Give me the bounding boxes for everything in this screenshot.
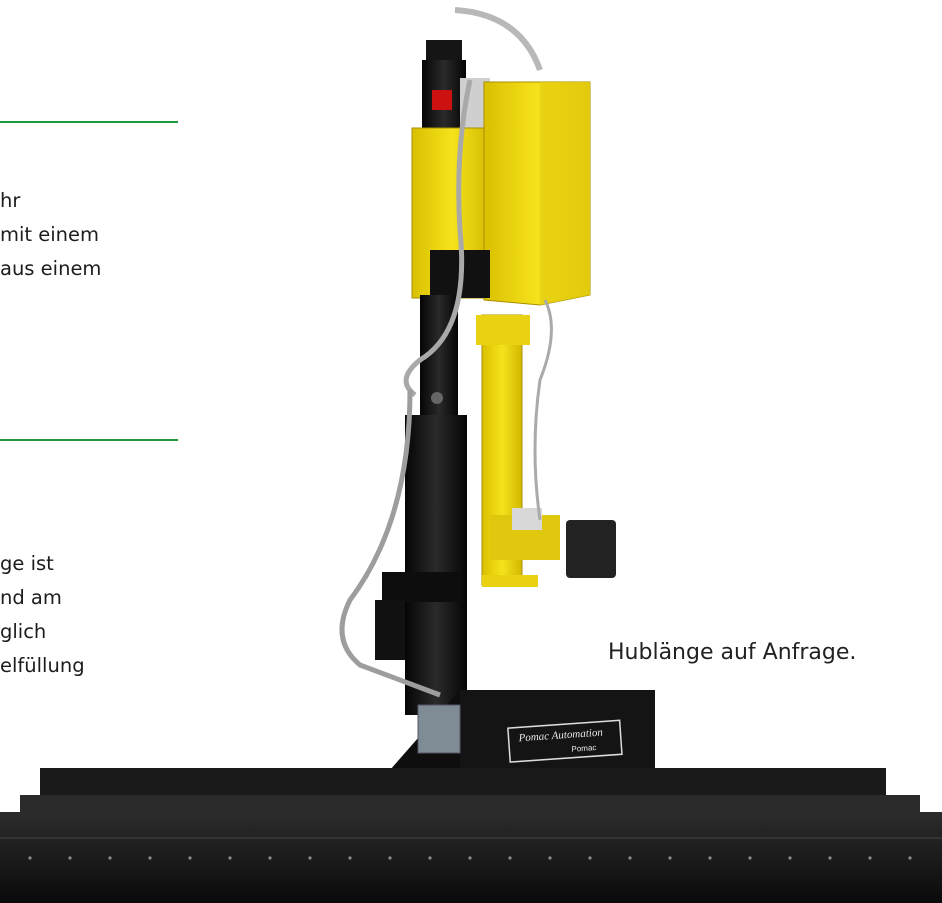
text-line: ge ist (0, 552, 54, 575)
text-line: hr (0, 189, 21, 212)
vertical-column (375, 295, 467, 715)
yellow-boom-arm (476, 314, 616, 587)
text-line: nd am (0, 586, 62, 609)
text-block-1: hr mit einem aus einem (0, 184, 101, 286)
rail-track (0, 768, 942, 903)
text-line: glich (0, 620, 47, 643)
section-divider-top (0, 121, 178, 123)
section-divider-middle (0, 439, 178, 441)
carriage-base: Pomac Automation Pomac (390, 690, 655, 770)
brand-plate-line2: Pomac (571, 743, 596, 754)
text-line: elfüllung (0, 654, 85, 677)
stroke-length-caption: Hublänge auf Anfrage. (608, 640, 857, 665)
yellow-drive-housing (411, 81, 591, 306)
text-line: aus einem (0, 257, 102, 280)
text-block-2: ge ist nd am glich elfüllung (0, 547, 85, 683)
text-line: mit einem (0, 223, 100, 246)
brand-plate-line1: Pomac Automation (517, 727, 604, 745)
drive-motor (422, 40, 490, 132)
overhead-cable (454, 7, 543, 72)
